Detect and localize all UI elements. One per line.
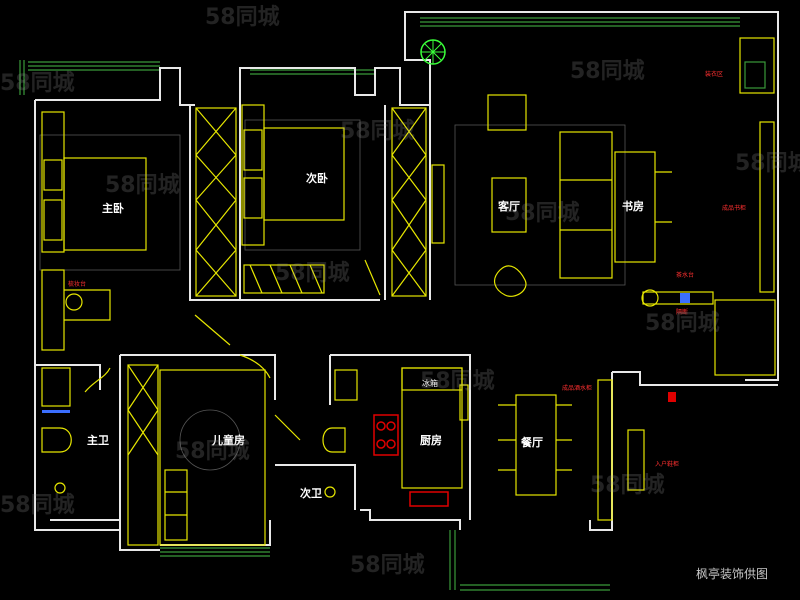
image-credit: 枫亭装饰供图 [696, 566, 768, 581]
label-master-bedroom: 主卧 [102, 201, 124, 215]
note-entry-cabinet: 入户鞋柜 [655, 460, 679, 468]
label-kids-room: 儿童房 [211, 433, 245, 447]
label-second-bath: 次卫 [300, 486, 322, 500]
room-labels: 主卧 次卧 客厅 书房 主卫 儿童房 厨房 餐厅 次卫 冰箱 [87, 171, 644, 500]
watermark-text: 58同城 [205, 4, 280, 30]
second-bedroom-furniture [241, 104, 345, 294]
walls [34, 11, 779, 551]
watermark-text: 58同城 [0, 492, 75, 518]
label-study: 书房 [622, 199, 644, 213]
label-dining-room: 餐厅 [520, 435, 543, 449]
watermark-text: 58同城 [175, 438, 250, 464]
watermark-text: 58同城 [420, 368, 495, 394]
label-living-room: 客厅 [497, 199, 520, 213]
note-partition: 隔断 [676, 308, 688, 316]
watermark-text: 58同城 [275, 260, 350, 286]
kitchen-furniture [373, 367, 469, 507]
watermark-text: 58同城 [735, 150, 800, 176]
wardrobes [127, 107, 427, 546]
watermark-text: 58同城 [505, 200, 580, 226]
note-study-cabinet: 成品书柜 [722, 204, 746, 212]
note-storage: 装衣区 [705, 70, 723, 78]
label-master-bath: 主卫 [87, 433, 109, 447]
watermark-text: 58同城 [645, 310, 720, 336]
master-bedroom-furniture [41, 111, 147, 351]
study-furniture [614, 37, 776, 376]
note-master-desk: 梳妆台 [68, 280, 86, 288]
watermark-text: 58同城 [105, 172, 180, 198]
watermark-text: 58同城 [340, 118, 415, 144]
dining-furniture [498, 379, 645, 521]
note-balcony-cabinet: 成品酒水柜 [562, 384, 592, 392]
kids-room-furniture [159, 369, 266, 546]
note-tea-area: 茶水台 [676, 271, 694, 279]
watermark-text: 58同城 [0, 70, 75, 96]
entry-door-icon [668, 392, 676, 402]
plant-icon [420, 39, 446, 65]
watermark-text: 58同城 [590, 472, 665, 498]
label-second-bedroom: 次卧 [306, 171, 328, 185]
guide-lines [39, 119, 626, 471]
door-swings [84, 259, 381, 441]
annotations: 装衣区 成品书柜 梳妆台 茶水台 隔断 入户鞋柜 成品酒水柜 [68, 70, 746, 468]
bathroom-fixtures [41, 367, 358, 498]
label-fridge: 冰箱 [422, 378, 438, 388]
watermark-text: 58同城 [350, 552, 425, 578]
label-kitchen: 厨房 [420, 433, 442, 447]
watermark-text: 58同城 [570, 58, 645, 84]
living-room-furniture [431, 94, 613, 297]
watermarks: 58同城 58同城 58同城 58同城 58同城 58同城 58同城 58同城 … [0, 4, 800, 578]
